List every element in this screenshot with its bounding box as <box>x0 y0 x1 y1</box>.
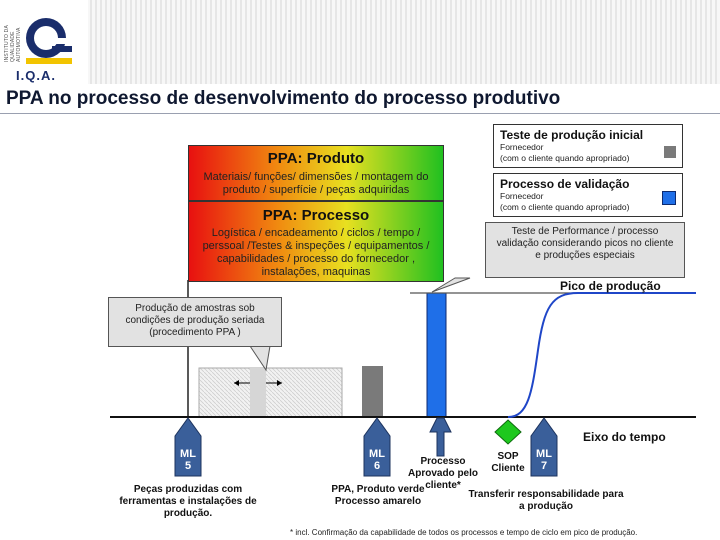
milestone-ml5-marker <box>174 417 202 477</box>
processo-validacao-sub2: (com o cliente quando apropriado) <box>500 202 630 212</box>
ppa-produto-body: Materiais/ funções/ dimensões / montagem… <box>203 171 429 196</box>
processo-aprovado-label: Processo Aprovado pelo cliente* <box>408 456 479 491</box>
teste-producao-box: Teste de produção inicial Fornecedor (co… <box>493 124 683 168</box>
milestone-ml6: ML 6 <box>364 448 390 472</box>
ml5-line2: 5 <box>184 460 192 472</box>
sample-production-area <box>198 367 343 418</box>
footnote: * incl. Confirmação da capabilidade de t… <box>290 528 638 537</box>
ramp-up-curve <box>507 292 696 418</box>
ml7-line1: ML <box>536 448 552 460</box>
teste-producao-sub1: Fornecedor <box>500 142 544 152</box>
milestone-ml7: ML 7 <box>531 448 557 472</box>
validation-bar <box>426 292 447 418</box>
ppa-processo-body: Logística / encadeamento / ciclos / temp… <box>202 227 430 278</box>
processo-aprovado-arrow <box>429 417 452 457</box>
ml6-line1: ML <box>369 448 385 460</box>
blue-legend-swatch <box>662 191 676 205</box>
ml5-description: Peças produzidas com ferramentas e insta… <box>119 484 257 519</box>
ml6-description: PPA, Produto verde Processo amarelo <box>331 484 425 507</box>
arrow-right-icon <box>277 380 282 386</box>
logo <box>0 0 88 84</box>
ml5-line1: ML <box>180 448 196 460</box>
processo-validacao-box: Processo de validação Fornecedor (com o … <box>493 173 683 217</box>
sop-line2: Cliente <box>491 463 525 474</box>
ml7-description: Transferir responsabilidade para a produ… <box>468 489 624 512</box>
callout-amostras: Produção de amostras sob condições de pr… <box>108 297 282 347</box>
callout-performance: Teste de Performance / processo validaçã… <box>485 222 685 278</box>
sop-diamond <box>494 419 522 445</box>
logo-caption: I.Q.A. <box>16 68 56 83</box>
processo-validacao-title: Processo de validação <box>500 177 630 191</box>
logo-mark <box>26 18 72 64</box>
teste-producao-sub2: (com o cliente quando apropriado) <box>500 153 630 163</box>
title-divider <box>0 113 720 114</box>
initial-production-bar <box>362 366 383 417</box>
ppa-processo-box: PPA: Processo Logística / encadeamento /… <box>188 201 444 282</box>
ppa-processo-title: PPA: Processo <box>262 207 370 224</box>
milestone-ml6-marker <box>363 417 391 477</box>
page-title: PPA no processo de desenvolvimento do pr… <box>6 88 561 109</box>
milestone-ml7-marker <box>530 417 558 477</box>
ml7-line2: 7 <box>540 460 548 472</box>
eixo-tempo-label: Eixo do tempo <box>583 430 666 444</box>
ppa-produto-box: PPA: Produto Materiais/ funções/ dimensõ… <box>188 145 444 201</box>
header-stripe <box>0 0 720 84</box>
callout-amostras-pointer <box>249 345 271 372</box>
milestone-ml5: ML 5 <box>175 448 201 472</box>
sop-line1: SOP <box>497 451 519 462</box>
processo-validacao-sub1: Fornecedor <box>500 191 544 201</box>
arrow-left-icon <box>234 380 239 386</box>
sample-bar <box>250 368 266 417</box>
sop-label: SOP Cliente <box>483 451 533 475</box>
pico-producao-label: Pico de produção <box>560 279 661 293</box>
ppa-produto-title: PPA: Produto <box>267 150 365 167</box>
teste-producao-title: Teste de produção inicial <box>500 128 644 142</box>
ml6-line2: 6 <box>373 460 381 472</box>
callout-performance-pointer <box>431 277 471 293</box>
gray-legend-swatch <box>664 146 676 158</box>
